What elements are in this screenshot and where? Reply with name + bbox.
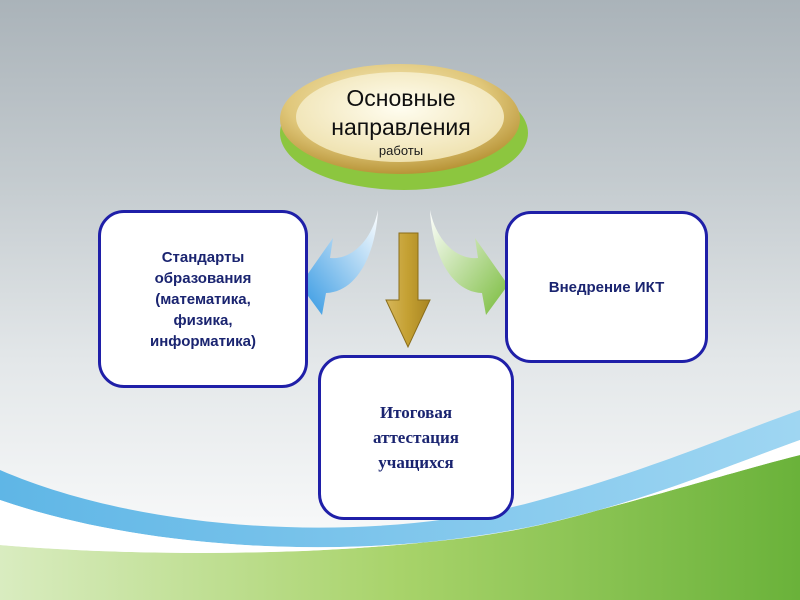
box-standards-line: (математика, <box>155 290 251 308</box>
box-standards-line: Стандарты <box>161 248 245 266</box>
blue-arrow-icon <box>300 210 378 315</box>
box-standards-text: Стандарты образования (математика, физик… <box>150 247 256 352</box>
title-block: Основные направления работы <box>306 84 496 160</box>
box-attestation-text: Итоговая аттестация учащихся <box>373 400 459 475</box>
blue-wave <box>0 410 800 548</box>
gold-arrow-icon <box>385 232 431 349</box>
box-ict: Внедрение ИКТ <box>505 211 708 363</box>
title-subtitle: работы <box>378 143 424 158</box>
green-wave <box>0 455 800 600</box>
title-line-1: Основные <box>346 85 456 111</box>
box-attestation-line: аттестация <box>373 428 459 447</box>
box-ict-text: Внедрение ИКТ <box>549 277 665 298</box>
box-standards-line: физика, <box>173 311 233 329</box>
green-arrow-icon <box>430 210 508 315</box>
box-standards: Стандарты образования (математика, физик… <box>98 210 308 388</box>
title-line-2: направления <box>331 114 471 140</box>
box-attestation-line: учащихся <box>378 453 454 472</box>
title-ellipse-inner <box>296 72 504 162</box>
box-standards-line: образования <box>154 269 252 287</box>
white-wave <box>0 440 800 553</box>
box-ict-line: Внедрение ИКТ <box>548 278 665 296</box>
box-attestation-line: Итоговая <box>379 403 453 422</box>
box-attestation: Итоговая аттестация учащихся <box>318 355 514 520</box>
page-title: Основные направления <box>306 84 496 142</box>
box-standards-line: информатика) <box>150 332 256 350</box>
